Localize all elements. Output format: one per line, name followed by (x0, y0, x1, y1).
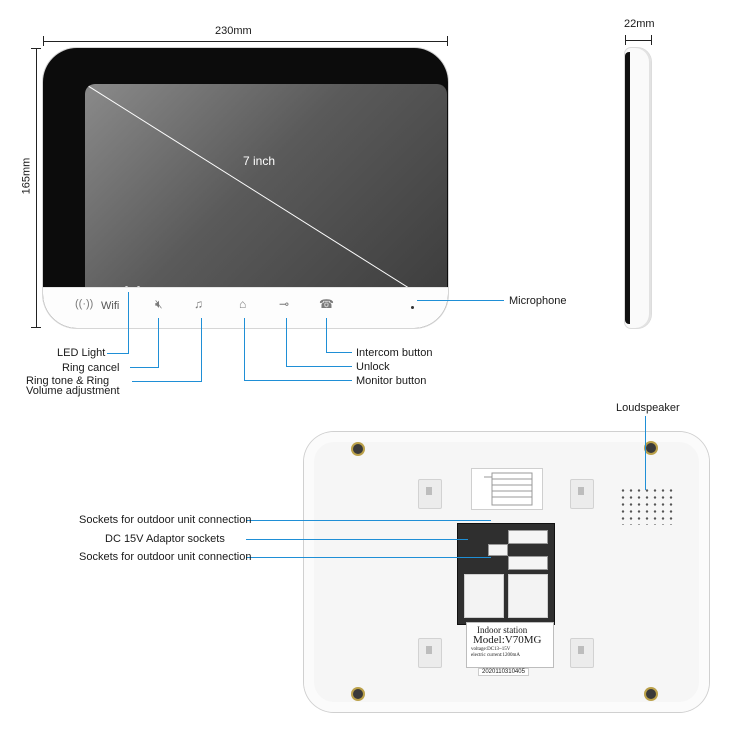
loudspeaker-callout-line (645, 416, 646, 490)
label-line1: Indoor station (477, 625, 528, 635)
height-dimension-tick-top (31, 48, 41, 49)
mount-clip-top-left (418, 479, 442, 509)
wiring-sticker (471, 468, 543, 510)
ring-cancel-callout-horizontal (130, 367, 159, 368)
monitor-icon[interactable]: ⌂ (239, 297, 247, 311)
dc-adaptor-socket (488, 544, 508, 556)
ring-tone-callout-horizontal (132, 381, 202, 382)
indoor-monitor-side (625, 48, 651, 328)
height-dimension-label: 165mm (20, 157, 33, 195)
mount-clip-bottom-left (418, 638, 442, 668)
intercom-phone-icon[interactable]: ☎ (319, 297, 334, 311)
outdoor-socket-connector-1 (508, 530, 548, 544)
pcb-cover-left (464, 574, 504, 618)
intercom-label: Intercom button (356, 347, 433, 359)
led-light-callout-vertical (128, 292, 129, 353)
wifi-label: Wifi (101, 300, 120, 312)
monitor-callout-horizontal (244, 380, 352, 381)
outdoor-socket-1-callout-line (246, 520, 491, 521)
label-line2: Model:V70MG (473, 634, 542, 646)
led-light-label: LED Light (57, 347, 106, 359)
ring-tone-label-line1: Ring tone & Ring (26, 375, 110, 387)
unlock-callout-vertical (286, 318, 287, 366)
model-label-plate: Indoor station Model:V70MG voltage:DC13~… (466, 622, 554, 668)
depth-dimension-label: 22mm (624, 18, 655, 30)
serial-number: 2020110310405 (478, 668, 529, 676)
wifi-icon: ((·)) (75, 298, 94, 310)
ring-tone-callout-vertical (201, 318, 202, 382)
width-dimension-line (43, 41, 448, 42)
ring-cancel-callout-vertical (158, 318, 159, 368)
outdoor-socket-connector-2 (508, 556, 548, 570)
ring-cancel-label: Ring cancel (62, 362, 120, 374)
monitor-callout-vertical (244, 318, 245, 380)
height-dimension-line (36, 48, 37, 328)
indoor-monitor-back: Indoor station Model:V70MG voltage:DC13~… (304, 432, 709, 712)
loudspeaker-label: Loudspeaker (616, 402, 680, 414)
width-dimension-tick-left (43, 36, 44, 46)
depth-dimension-tick-right (651, 35, 652, 45)
loudspeaker-grille (619, 487, 673, 525)
height-dimension-tick-bottom (31, 327, 41, 328)
dc-adaptor-callout-line (246, 539, 468, 540)
width-dimension-label: 230mm (215, 25, 252, 37)
unlock-callout-horizontal (286, 366, 352, 367)
led-light-callout-horizontal (107, 353, 129, 354)
microphone-hole (411, 306, 414, 309)
dc-adaptor-label: DC 15V Adaptor sockets (105, 533, 225, 545)
label-line4: electric current:1200mA (471, 653, 521, 658)
pcb-cover-right (508, 574, 548, 618)
microphone-label: Microphone (509, 295, 567, 307)
screw-bottom-left (353, 689, 363, 699)
monitor-label: Monitor button (356, 375, 427, 387)
screw-bottom-right (646, 689, 656, 699)
unlock-key-icon[interactable]: ⊸ (279, 297, 290, 311)
ring-tone-icon[interactable]: ♫ (194, 297, 203, 311)
screw-top-left (353, 444, 363, 454)
outdoor-socket-2-label: Sockets for outdoor unit connection (79, 551, 252, 563)
microphone-callout-line (417, 300, 504, 301)
circuit-board (457, 523, 555, 625)
label-line3: voltage:DC13~15V (471, 647, 511, 652)
ring-cancel-icon[interactable]: 🔇︎ (155, 297, 163, 311)
wiring-diagram (484, 472, 533, 506)
side-bezel-edge (625, 52, 630, 324)
outdoor-socket-1-label: Sockets for outdoor unit connection (79, 514, 252, 526)
depth-dimension-tick-left (625, 35, 626, 45)
width-dimension-tick-right (447, 36, 448, 46)
mount-clip-bottom-right (570, 638, 594, 668)
mount-clip-top-right (570, 479, 594, 509)
screw-top-right (646, 443, 656, 453)
button-panel: ((·)) Wifi 🔇︎ ♫ ⌂ ⊸ ☎ (43, 287, 448, 328)
intercom-callout-horizontal (326, 352, 352, 353)
indoor-monitor-front: 7 inch ((·)) Wifi 🔇︎ ♫ ⌂ ⊸ ☎ (43, 48, 448, 328)
display-screen: 7 inch (85, 84, 447, 312)
ring-tone-label-line2: Volume adjustment (26, 385, 120, 397)
screen-size-label: 7 inch (243, 154, 276, 168)
depth-dimension-line (625, 40, 652, 41)
unlock-label: Unlock (356, 361, 390, 373)
intercom-callout-vertical (326, 318, 327, 352)
screen-diagonal (85, 84, 447, 312)
outdoor-socket-2-callout-line (246, 557, 491, 558)
